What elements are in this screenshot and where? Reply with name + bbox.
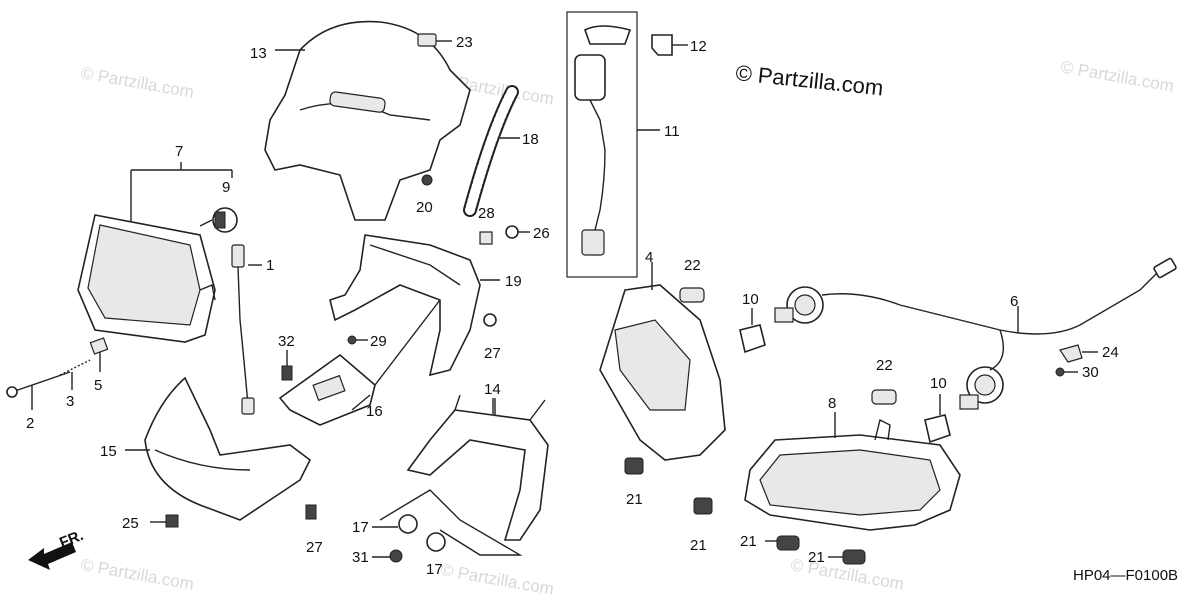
part-clamp [1059,344,1083,363]
watermark: © Partzilla.com [439,560,555,599]
callout-number: 18 [522,131,539,148]
callout-number: 22 [684,257,701,274]
callout-number: 2 [26,415,34,432]
part-inner-bracket [329,234,500,377]
part-bulb [199,207,238,233]
part-tube [463,85,520,217]
part-headlight-case [599,262,726,461]
part-headlight-right [744,412,961,531]
callout-number: 4 [645,249,653,266]
callout-number: 27 [484,345,501,362]
front-label: FR. [57,527,86,552]
callout-number: 21 [808,549,825,566]
part-headlight-stay [379,394,549,556]
callout-number: 1 [266,257,274,274]
part-grommet [871,389,897,405]
part-socket-wire [231,244,262,415]
part-rubber-mount [842,549,866,565]
callout-number: 5 [94,377,102,394]
front-direction-arrow: FR. [28,527,86,570]
callout-number: 7 [175,143,183,160]
watermark: © Partzilla.com [79,63,195,102]
callout-number: 6 [1010,293,1018,310]
callout-number: 20 [416,199,433,216]
callout-number: 32 [278,333,295,350]
part-screw [347,335,357,345]
part-bolt [281,365,293,381]
callout-number: 31 [352,549,369,566]
callout-number: 10 [930,375,947,392]
callout-number: 12 [690,38,707,55]
part-headlight-assembly-left [77,162,233,343]
diagram-code: HP04—F0100B [1073,567,1178,584]
callout-number: 28 [478,205,495,222]
callout-number: 21 [690,537,707,554]
callout-number: 19 [505,273,522,290]
part-nut [389,549,403,563]
part-bolt [305,504,317,520]
part-switch-assembly [566,11,660,278]
callout-number: 16 [366,403,383,420]
callout-number: 21 [740,533,757,550]
callout-number: 11 [664,123,680,140]
part-rubber-mount [624,457,644,475]
part-clip [417,33,437,47]
part-headlight-cover [264,20,471,221]
callout-number: 29 [370,333,387,350]
callout-number: 9 [222,179,230,196]
part-adjust-screw [6,337,109,410]
watermark: © Partzilla.com [79,555,195,594]
callout-number: 10 [742,291,759,308]
callout-number: 21 [626,491,643,508]
part-clip [479,231,493,245]
part-bulb [739,308,766,354]
callout-number: 26 [533,225,550,242]
callout-number: 22 [876,357,893,374]
callout-labels: 1 2 3 5 7 9 13 23 18 20 28 26 19 29 27 3… [26,34,1119,578]
callout-number: 25 [122,515,139,532]
part-lower-cover [125,376,312,521]
part-grommet [679,287,705,303]
callout-number: 17 [426,561,443,578]
callout-number: 3 [66,393,74,410]
callout-number: 30 [1082,364,1099,381]
part-collar [398,514,418,534]
callout-number: 13 [250,45,267,62]
callout-number: 14 [484,381,501,398]
part-screw [505,225,519,239]
part-bulb [924,394,951,444]
part-collar [426,532,446,552]
callout-number: 17 [352,519,369,536]
callout-number: 15 [100,443,117,460]
copyright-text: © Partzilla.com [734,60,884,100]
part-screw [1055,367,1065,377]
callout-number: 23 [456,34,473,51]
part-bolt [165,514,179,528]
part-mounting-plate [278,299,441,426]
part-nut [421,174,433,186]
callout-number: 24 [1102,344,1119,361]
watermark: © Partzilla.com [1059,57,1175,96]
callout-number: 27 [306,539,323,556]
part-rubber-mount [693,497,713,515]
part-wire-harness [774,257,1177,410]
part-rubber-mount [776,535,800,551]
part-cap [651,34,673,56]
part-bolt [483,313,497,327]
callout-number: 8 [828,395,836,412]
